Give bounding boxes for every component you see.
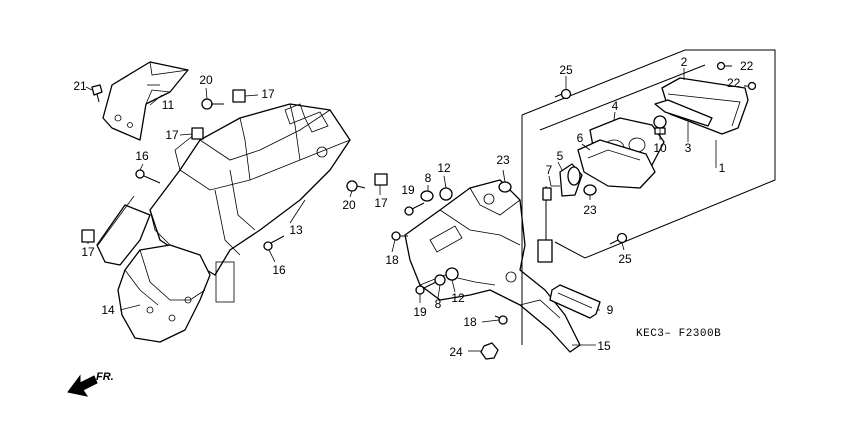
callout-20a: 20 [199, 73, 213, 87]
callout-7: 7 [546, 163, 553, 177]
bracket-11 [102, 61, 189, 141]
callout-20b: 20 [342, 198, 356, 212]
callout-5: 5 [557, 149, 564, 163]
callout-4: 4 [612, 99, 619, 113]
callout-13: 13 [289, 223, 303, 237]
screw-22a [716, 61, 732, 71]
bolt-16a [135, 169, 161, 184]
callout-11: 11 [162, 98, 175, 112]
grommet-23b [583, 184, 597, 196]
screw-22b [744, 81, 757, 91]
base-6 [577, 139, 656, 189]
callout-2: 2 [681, 55, 688, 69]
clip-17c [81, 229, 95, 243]
diagram-code: KEC3– F2300B [636, 328, 721, 340]
callout-22a: 22 [740, 59, 754, 73]
callout-9: 9 [607, 303, 614, 317]
bolt-19b [415, 281, 437, 295]
callout-10: 10 [653, 141, 667, 155]
front-direction-arrow-icon [67, 374, 98, 397]
direction-label: FR. [96, 371, 114, 383]
callout-16b: 16 [272, 263, 286, 277]
collar-8b [434, 274, 446, 286]
callout-19b: 19 [413, 305, 427, 319]
license-light-5 [537, 163, 583, 263]
callout-3: 3 [685, 141, 692, 155]
bolt-16b [263, 235, 285, 251]
inner-fender-13 [149, 103, 351, 303]
callout-19a: 19 [401, 183, 415, 197]
bolt-21 [91, 84, 103, 103]
callout-23b: 23 [583, 203, 597, 217]
screw-18a [391, 231, 408, 241]
collar-8a [420, 190, 434, 202]
bolt-20a [201, 98, 224, 110]
collar-12b [445, 267, 459, 281]
bolt-19a [404, 202, 425, 216]
callout-8b: 8 [435, 297, 442, 311]
callout-15: 15 [597, 339, 611, 353]
callout-24: 24 [449, 345, 463, 359]
callout-25b: 25 [618, 252, 632, 266]
callout-17d: 17 [374, 196, 388, 210]
callout-18b: 18 [463, 315, 477, 329]
callout-12a: 12 [437, 161, 451, 175]
callout-14: 14 [101, 303, 115, 317]
callout-23a: 23 [496, 153, 510, 167]
callout-17b: 17 [165, 128, 179, 142]
callout-1: 1 [719, 161, 726, 175]
bolt-25a [554, 88, 572, 100]
nut-24 [480, 342, 499, 360]
callout-25a: 25 [559, 63, 573, 77]
lens-2 [661, 77, 749, 135]
taillight-frame [521, 49, 776, 345]
callout-17a: 17 [261, 87, 275, 101]
callout-17c: 17 [81, 245, 95, 259]
clip-17b [191, 127, 204, 140]
callout-12b: 12 [451, 291, 465, 305]
clip-17d [374, 173, 388, 186]
callout-6: 6 [577, 131, 584, 145]
callout-22b: 22 [727, 76, 741, 90]
grommet-23a [498, 181, 512, 193]
callout-8a: 8 [425, 171, 432, 185]
callout-21: 21 [73, 79, 87, 93]
callout-18a: 18 [385, 253, 399, 267]
reflector-9 [549, 284, 601, 319]
bolt-25b [609, 232, 628, 245]
clip-17a [232, 89, 246, 103]
gasket-3 [654, 99, 713, 127]
callout-labels: 2 22 22 4 25 6 5 7 10 3 1 23 23 25 12 8 … [73, 55, 753, 383]
plate-bracket-15 [404, 179, 581, 353]
bolt-20b [346, 180, 366, 192]
callout-16a: 16 [135, 149, 149, 163]
collar-12a [439, 187, 453, 201]
splash-guard-14 [96, 204, 211, 343]
leader-lines [85, 68, 717, 352]
